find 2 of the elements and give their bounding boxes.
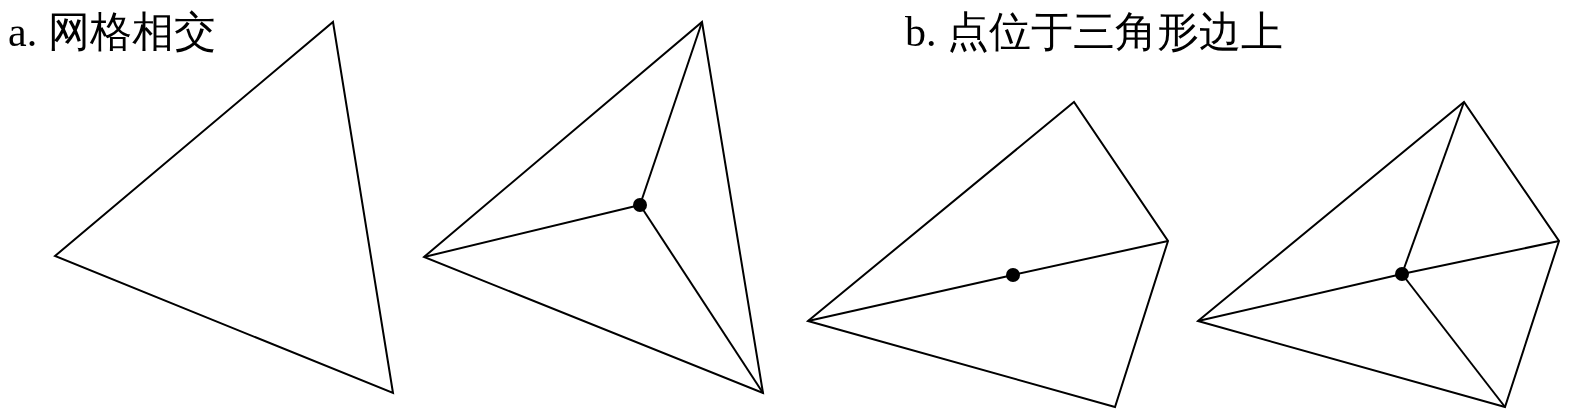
panel-label: a. 网格相交 [8, 8, 216, 56]
panel-label: b. 点位于三角形边上 [905, 8, 1283, 56]
